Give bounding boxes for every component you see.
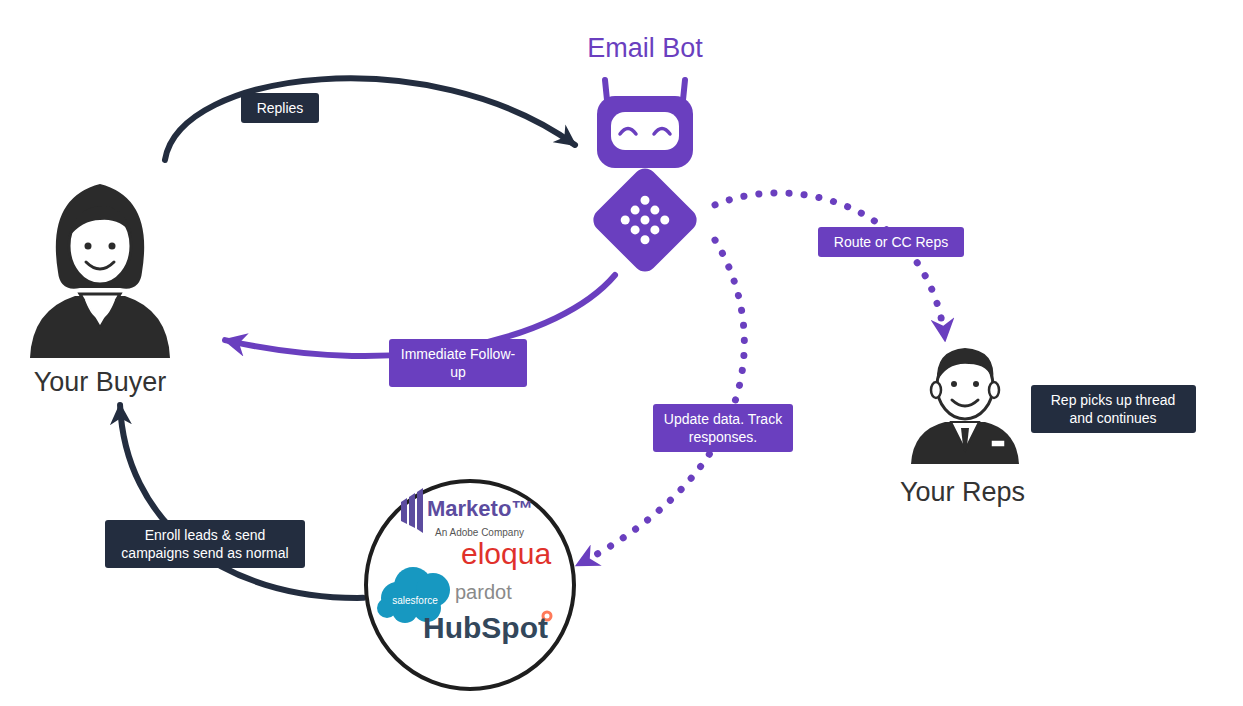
label-text: pardot bbox=[455, 581, 512, 603]
bot-node: Email Bot bbox=[575, 20, 715, 275]
label-text: HubSpot bbox=[423, 611, 548, 644]
edge-label: Update data. Track responses. bbox=[664, 411, 782, 445]
rep-figure-part bbox=[937, 348, 994, 382]
edge-label: Replies bbox=[257, 100, 304, 116]
buyer-figure-part bbox=[109, 243, 116, 250]
robot-icon-part-part bbox=[619, 214, 632, 227]
buyer-node: Your Buyer bbox=[20, 160, 225, 405]
robot-icon-part bbox=[597, 96, 693, 168]
buyer-figure-part bbox=[86, 262, 114, 269]
note-text: Rep picks up thread and continues bbox=[1041, 391, 1186, 427]
robot-icon-part-part bbox=[639, 194, 652, 207]
edge-label-box: Route or CC Reps bbox=[818, 227, 964, 257]
label-text: Marketo™ bbox=[427, 496, 533, 521]
text-holder: eloqua bbox=[461, 536, 551, 572]
robot-icon-part-part bbox=[649, 204, 662, 217]
robot-icon-part bbox=[683, 80, 685, 100]
buyer-figure-part bbox=[80, 294, 120, 328]
tool-circle: Marketo™ An Adobe Companyeloqua salesforce… bbox=[363, 478, 577, 692]
marketo-bar bbox=[417, 488, 423, 533]
robot-icon-part bbox=[611, 112, 679, 150]
label-text: Your Buyer bbox=[34, 367, 167, 397]
label-text: Email Bot bbox=[587, 33, 703, 63]
reps-node: Your Reps bbox=[895, 340, 1030, 510]
note-box: Rep picks up thread and continues bbox=[1031, 385, 1196, 433]
circle-border bbox=[366, 481, 574, 689]
text-holder: HubSpot bbox=[423, 610, 548, 646]
robot-icon-part bbox=[619, 194, 671, 246]
rep-figure-part bbox=[961, 428, 969, 450]
robot-icon-part-part bbox=[658, 214, 671, 227]
edge-label-box: Immediate Follow-up bbox=[389, 339, 527, 387]
robot-icon-part-part bbox=[649, 224, 662, 237]
label-text: An Adobe Company bbox=[435, 527, 524, 538]
label-text: eloqua bbox=[461, 537, 551, 570]
robot-icon-part-part bbox=[639, 214, 652, 227]
robot-icon-part bbox=[654, 129, 670, 135]
edge-label-box: Update data. Track responses. bbox=[653, 404, 793, 452]
robot-icon-part-part bbox=[639, 233, 652, 246]
rep-figure-part bbox=[951, 381, 957, 387]
robot-icon bbox=[588, 80, 701, 277]
curved-connector bbox=[165, 78, 575, 160]
edge-label-box: Enroll leads & send campaigns send as no… bbox=[105, 520, 305, 568]
text-holder: Email Bot bbox=[575, 32, 715, 64]
text-holder: pardot bbox=[455, 580, 512, 604]
curved-connector bbox=[120, 405, 363, 598]
rep-figure-part bbox=[931, 382, 941, 398]
text-holder: Your Reps bbox=[885, 476, 1040, 508]
edge-label: Immediate Follow-up bbox=[401, 346, 515, 380]
buyer-figure-part bbox=[86, 300, 114, 318]
rep-figure-part bbox=[952, 400, 978, 406]
rep-figure-part bbox=[951, 422, 979, 450]
marketo-bar bbox=[401, 498, 407, 524]
marketo-bar bbox=[409, 493, 415, 528]
edge-label: Enroll leads & send campaigns send as no… bbox=[121, 527, 288, 561]
buyer-figure-part bbox=[85, 243, 92, 250]
rep-figure-part bbox=[911, 422, 1019, 464]
text-holder: Marketo™ bbox=[427, 496, 533, 522]
dotted-connector bbox=[715, 193, 945, 340]
rep-figure-part bbox=[989, 382, 999, 398]
marketo-icon bbox=[401, 488, 423, 533]
edge-label: Route or CC Reps bbox=[834, 234, 948, 250]
robot-icon-part-part bbox=[629, 224, 642, 237]
buyer-figure-part bbox=[68, 206, 132, 238]
text-holder: Your Buyer bbox=[20, 366, 180, 398]
robot-icon-part bbox=[620, 129, 636, 135]
buyer-figure bbox=[30, 184, 170, 358]
robot-icon-part bbox=[588, 163, 701, 276]
buyer-figure-part bbox=[56, 184, 144, 289]
robot-icon-part bbox=[605, 80, 607, 100]
rep-figure bbox=[911, 348, 1019, 464]
dotted-connector bbox=[577, 240, 744, 565]
rep-figure-part bbox=[973, 381, 979, 387]
label-text: Your Reps bbox=[900, 477, 1025, 507]
edge-label-box: Replies bbox=[241, 93, 320, 123]
text-holder: salesforce bbox=[383, 590, 447, 608]
rep-figure-part bbox=[991, 440, 1005, 447]
label-text: salesforce bbox=[392, 595, 438, 606]
robot-icon-part-part bbox=[629, 204, 642, 217]
